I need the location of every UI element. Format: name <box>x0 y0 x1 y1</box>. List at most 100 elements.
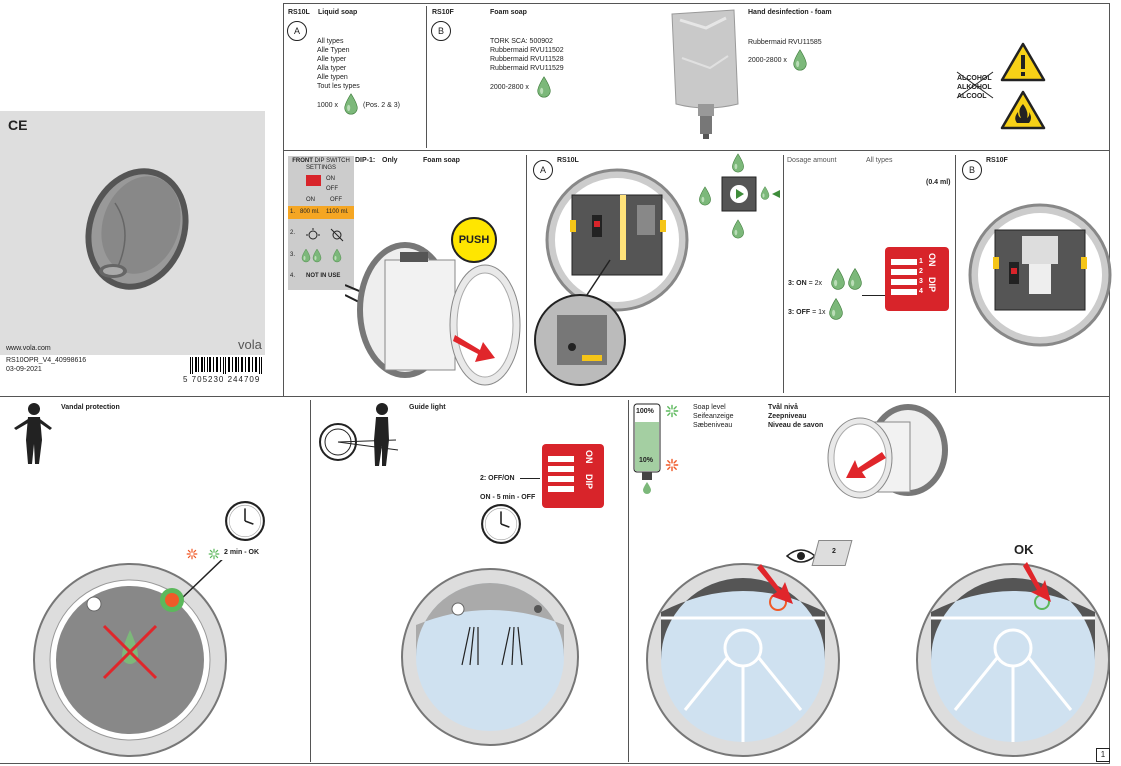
divider-col-a <box>426 6 427 148</box>
divider-col-f <box>628 400 629 762</box>
page-number: 1 <box>1096 748 1110 762</box>
type-line: Rubbermaid RVU11529 <box>490 65 564 72</box>
guide-dip-word: DIP <box>584 474 594 490</box>
row1: 1. 800 ml. 1100 ml. <box>288 206 354 219</box>
type-line: Alle typer <box>317 56 347 63</box>
dip-off-label: OFF <box>326 186 338 192</box>
dip-settings-table: FRONT DIP SWITCH SETTINGS ON OFF ON OFF … <box>288 156 354 290</box>
dispenser-insert-illustration <box>345 242 521 386</box>
dosage-label: Dosage amount <box>787 157 837 164</box>
rs10l-code: RS10L <box>288 9 310 16</box>
col-off: OFF <box>330 197 342 203</box>
type-line: Rubbermaid RVU11528 <box>490 56 564 63</box>
cover-panel: CE www.vola.com vola <box>0 111 265 355</box>
dip-on-label: ON <box>326 176 335 182</box>
soap-level-titles-right: Tvål nivå Zeepniveau Niveau de savon <box>768 404 824 429</box>
clock-icon <box>224 500 266 542</box>
rs10l-title: Liquid soap <box>318 9 358 16</box>
rs10l-code-2: RS10L <box>557 157 579 164</box>
dispenser-insert-small <box>827 404 948 499</box>
rs10l-badge-2: A <box>533 160 553 180</box>
type-line: Tout les types <box>317 83 360 90</box>
guide-dip-switch: ON DIP <box>542 444 604 508</box>
level-low: 10% <box>639 457 654 464</box>
ce-mark: CE <box>8 117 28 133</box>
soap-low-view <box>646 563 840 757</box>
single-drop-icon <box>829 298 843 320</box>
disinfection-title: Hand desinfection - foam <box>748 9 832 16</box>
guide-switch-label: 2: OFF/ON <box>480 475 515 482</box>
row4: 4. NOT IN USE <box>290 273 341 279</box>
divider-col-d <box>955 155 956 393</box>
flammable-icon <box>1000 90 1046 130</box>
rs10l-doses: 1000 x <box>317 102 339 109</box>
vandal-timer: 2 min - OK <box>224 549 260 556</box>
soap-level-titles-left: Soap level Seifeanzeige Sæbeniveau <box>693 404 734 429</box>
divider-col-c <box>783 155 784 393</box>
vandal-dispenser-view <box>33 560 227 757</box>
dip-pointer-line <box>862 295 887 296</box>
guide-title: Guide light <box>409 404 446 411</box>
dip-table-title: FRONT DIP SWITCH SETTINGS <box>292 158 350 171</box>
level-full: 100% <box>636 408 654 415</box>
clock-icon <box>480 503 522 545</box>
rs10l-doses-note: (Pos. 2 & 3) <box>363 102 400 109</box>
rs10l-badge: A <box>287 21 307 41</box>
step-number: 2 <box>832 548 836 555</box>
brand-logo: vola <box>238 337 262 352</box>
divider-row1 <box>283 150 1109 151</box>
led-orange-icon <box>665 458 679 472</box>
rs10f-badge: B <box>431 21 451 41</box>
person-icon <box>14 403 52 464</box>
type-line: Alle typen <box>317 74 348 81</box>
dip-switch-slots <box>891 259 917 295</box>
alcohol-words: ALCOHOL ALKOHOL ALCOOL <box>957 74 992 101</box>
divider-row2 <box>0 396 1109 397</box>
guide-pointer-line <box>520 478 540 479</box>
guide-dip-on: ON <box>584 450 594 464</box>
type-line: All types <box>317 38 344 45</box>
dip1-type: Foam soap <box>423 157 460 164</box>
divider-col-e <box>310 400 311 762</box>
light-on-icon <box>306 228 320 240</box>
warning-icon <box>1000 42 1046 82</box>
drop-icon <box>792 49 808 71</box>
rs10f-badge-2: B <box>962 160 982 180</box>
double-drop-icon <box>831 268 862 290</box>
rs10f-types: TORK SCA: 500902 Rubbermaid RVU11502 Rub… <box>490 37 564 73</box>
col-on: ON <box>306 197 315 203</box>
alcohol-de: ALKOHOL <box>957 84 992 91</box>
dip-word: DIP <box>927 277 937 293</box>
guide-dispenser-view <box>401 568 579 746</box>
dip-switch-large: ON DIP 1 2 3 4 <box>885 247 949 311</box>
led-green-icon <box>208 548 220 560</box>
guide-light-icon <box>319 403 399 466</box>
dosage-on: 3: ON = 2x <box>788 280 823 287</box>
push-button[interactable]: PUSH <box>451 217 497 263</box>
frame-bottom <box>0 763 1110 764</box>
guide-timer-label: ON - 5 min - OFF <box>480 494 536 501</box>
rs10f-code: RS10F <box>432 9 454 16</box>
drop-icon <box>343 93 359 115</box>
dosage-types: All types <box>866 157 893 164</box>
dip1-label: DIP-1: <box>355 157 376 164</box>
drop-icon <box>536 76 552 98</box>
dip-numbers: 1 2 3 4 <box>919 258 923 295</box>
rs10l-types: All types Alle Typen Alle typer Alla typ… <box>317 37 360 91</box>
type-line: TORK SCA: 500902 <box>490 38 553 45</box>
dosage-value: (0.4 ml) <box>926 179 951 186</box>
type-line: Alla typer <box>317 65 347 72</box>
barcode <box>190 357 262 374</box>
rs10f-title: Foam soap <box>490 9 527 16</box>
frame-left <box>283 3 284 396</box>
barcode-number: 5 705230 244709 <box>183 375 261 384</box>
rs10f-doses: 2000-2800 x <box>490 84 529 91</box>
dip-mini-switch <box>306 175 321 186</box>
single-drop-icon <box>332 248 342 263</box>
rs10f-inside-view <box>968 203 1112 347</box>
nozzle-diagram <box>699 153 780 239</box>
doc-code: RS10OPR_V4_40998616 <box>6 357 87 364</box>
type-line: Alle Typen <box>317 47 350 54</box>
soap-ok-view <box>916 562 1110 757</box>
cross-out-icon <box>956 71 994 99</box>
